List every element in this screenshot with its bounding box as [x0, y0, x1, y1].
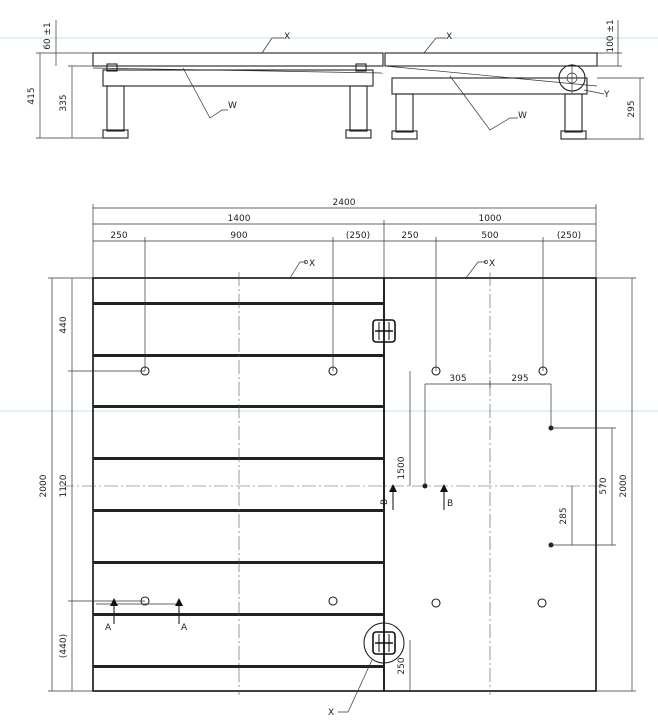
side-elevation-view: 415 335 60 ±1 100 ±1 295 X X W W Y [27, 19, 644, 140]
right-deck-underside [384, 65, 598, 87]
callout-leader [338, 659, 373, 713]
inner-dimensions: 305 295 1500 250 [397, 371, 552, 691]
dim-570: 570 [599, 477, 609, 494]
left-platform-outline [92, 277, 385, 692]
callout-x: X [284, 32, 290, 42]
callout-dot [304, 260, 308, 264]
dim-60: 60 ±1 [43, 22, 53, 50]
callout-y: Y [603, 90, 610, 100]
dim-250-paren: (250) [557, 231, 581, 241]
dim-335: 335 [59, 94, 69, 111]
dim-1000: 1000 [479, 214, 502, 224]
hole [328, 596, 338, 606]
callout-leader [289, 261, 306, 279]
callout-leader [182, 67, 228, 119]
arrow-head [175, 598, 183, 606]
callout-x-top-left: X [309, 259, 315, 269]
plan-callouts: X X X [289, 259, 495, 718]
callout-leader [423, 37, 446, 54]
dim-250-paren: (250) [346, 231, 370, 241]
right-leg-front [395, 93, 414, 133]
dim-900: 900 [230, 231, 247, 241]
hinge-body [372, 319, 396, 343]
dim-2000-right: 2000 [619, 474, 629, 497]
slat [93, 405, 384, 408]
right-bracket [355, 63, 367, 72]
callout-leader [261, 37, 284, 54]
dim-250: 250 [401, 231, 418, 241]
hinge-body [372, 631, 396, 655]
callout-x-bottom: X [328, 708, 334, 718]
section-markers: A A B B [96, 484, 453, 633]
dim-305: 305 [449, 374, 466, 384]
left-slats [93, 302, 384, 668]
dim-1400: 1400 [228, 214, 251, 224]
hinge-top [372, 319, 396, 343]
dim-250: 250 [110, 231, 127, 241]
right-leg-rear [564, 93, 583, 133]
callout-leader [449, 75, 518, 131]
callout-x: X [446, 32, 452, 42]
section-a-label-left: A [105, 623, 112, 633]
dim-295: 295 [627, 100, 637, 117]
left-bracket [106, 63, 118, 72]
section-a-label-right: A [181, 623, 188, 633]
mounting-holes [140, 366, 554, 608]
dim-500: 500 [481, 231, 498, 241]
dim-295: 295 [511, 374, 528, 384]
arrow-head [440, 484, 448, 492]
slat [93, 302, 384, 305]
dim-2400: 2400 [333, 198, 356, 208]
slat [93, 509, 384, 512]
dim-415: 415 [27, 87, 37, 104]
slat [93, 457, 384, 460]
hole [431, 598, 441, 608]
left-frame-beam [102, 69, 374, 87]
dim-285: 285 [559, 507, 569, 524]
left-dimensions: 2000 440 1120 (440) [39, 277, 145, 692]
left-foot-front [102, 129, 129, 139]
left-deck-top [92, 52, 384, 67]
plan-view: 2400 1400 1000 250 900 (250) 250 500 (25… [39, 198, 636, 718]
right-foot-rear [560, 130, 587, 140]
dim-440-paren: (440) [59, 634, 69, 658]
hinge-bottom [363, 622, 405, 664]
callout-x-top-right: X [489, 259, 495, 269]
top-dimensions: 2400 1400 1000 250 900 (250) 250 500 (25… [92, 198, 597, 371]
dim-250-vertical: 250 [397, 657, 407, 674]
hinge-circle [363, 622, 405, 664]
right-foot-front [391, 130, 418, 140]
arrow-head [110, 598, 118, 606]
callout-dot [484, 260, 488, 264]
callout-w: W [518, 111, 527, 121]
arrow-head [389, 484, 397, 492]
callout-leader [465, 261, 486, 279]
dim-440: 440 [59, 316, 69, 333]
dim-1500: 1500 [397, 456, 407, 479]
slat [93, 354, 384, 357]
left-leg-front [106, 85, 125, 132]
right-deck-top [384, 52, 598, 67]
callout-leader [583, 89, 605, 95]
dim-2000-left: 2000 [39, 474, 49, 497]
slat [93, 613, 384, 616]
dim-1120: 1120 [59, 474, 69, 497]
callout-w: W [228, 101, 237, 111]
slat [93, 665, 384, 668]
slat [93, 561, 384, 564]
right-frame-beam [391, 77, 588, 95]
left-leg-rear [349, 85, 368, 132]
hole [537, 598, 547, 608]
section-b-label-right: B [447, 499, 453, 509]
left-foot-rear [345, 129, 372, 139]
section-b-label-left: B [380, 499, 390, 505]
dim-100: 100 ±1 [606, 19, 616, 52]
right-dimensions: 2000 570 285 [551, 277, 636, 692]
